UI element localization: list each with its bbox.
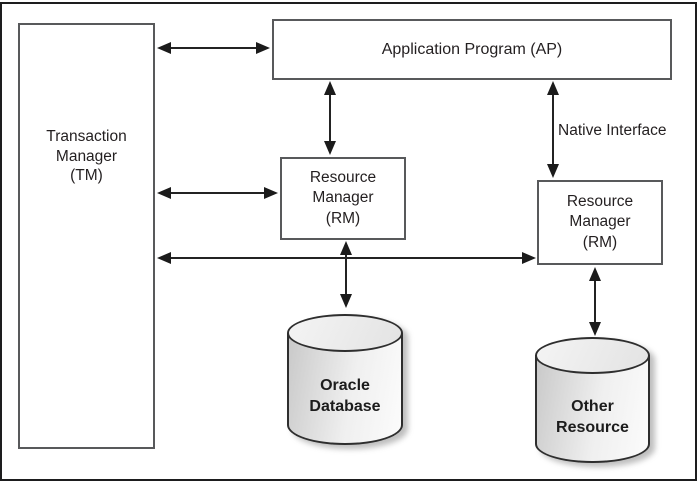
label-line: (RM) xyxy=(582,233,618,251)
node-resource-manager-middle: Resource Manager (RM) xyxy=(280,157,406,240)
label-line: Manager xyxy=(569,213,631,231)
resource-manager-middle-label: Resource Manager (RM) xyxy=(310,168,376,230)
label-line: Other xyxy=(571,398,614,415)
label-line: Oracle xyxy=(320,377,370,394)
label-line: Transaction xyxy=(46,128,127,145)
cylinder-top xyxy=(535,337,650,374)
cylinder-top xyxy=(287,314,403,352)
resource-manager-right-label: Resource Manager (RM) xyxy=(567,192,633,254)
label-line: Resource xyxy=(556,419,629,436)
node-oracle-database: Oracle Database xyxy=(287,314,403,445)
label-line: Database xyxy=(309,398,381,415)
label-line: Resource xyxy=(566,192,634,210)
label-line: Manager xyxy=(312,189,374,207)
label-line: Resource xyxy=(309,168,377,186)
node-resource-manager-right: Resource Manager (RM) xyxy=(537,180,663,265)
outer-border xyxy=(0,2,697,481)
application-program-label: Application Program (AP) xyxy=(381,40,563,58)
node-transaction-manager: Transaction Manager (TM) xyxy=(18,23,155,449)
native-interface-label: Native Interface xyxy=(558,122,667,139)
node-application-program: Application Program (AP) xyxy=(272,19,672,80)
label-line: (RM) xyxy=(325,209,361,227)
transaction-manager-label: Transaction Manager (TM) xyxy=(20,127,153,186)
label-line: (TM) xyxy=(70,167,103,184)
other-resource-label: Other Resource xyxy=(535,396,650,438)
oracle-database-label: Oracle Database xyxy=(287,375,403,417)
label-line: Manager xyxy=(55,147,118,165)
node-other-resource: Other Resource xyxy=(535,337,650,463)
